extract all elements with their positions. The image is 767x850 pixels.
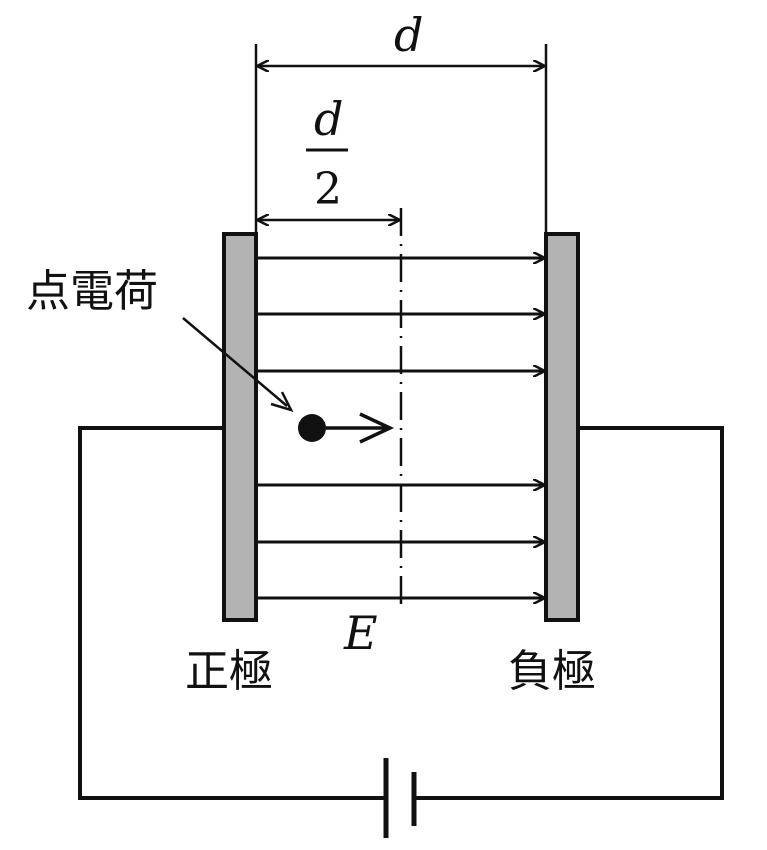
- label-leader-line: [182, 317, 288, 407]
- circuit-wire-left: [78, 426, 386, 800]
- negative-plate: [544, 232, 580, 622]
- circuit-wire-right: [414, 426, 724, 800]
- label-leader-arrowhead: [270, 391, 294, 413]
- gap-label: d: [394, 8, 424, 62]
- positive-plate: [222, 232, 258, 622]
- point-charge-dot: [298, 414, 326, 442]
- charge-motion-arrowhead: [359, 412, 395, 444]
- half-gap-denominator: 2: [314, 164, 342, 215]
- negative-plate-label: 負極: [508, 646, 596, 697]
- field-label: E: [344, 606, 378, 660]
- positive-plate-label: 正極: [185, 646, 273, 697]
- half-gap-numerator: d: [314, 92, 344, 146]
- point-charge-label: 点電荷: [26, 266, 158, 317]
